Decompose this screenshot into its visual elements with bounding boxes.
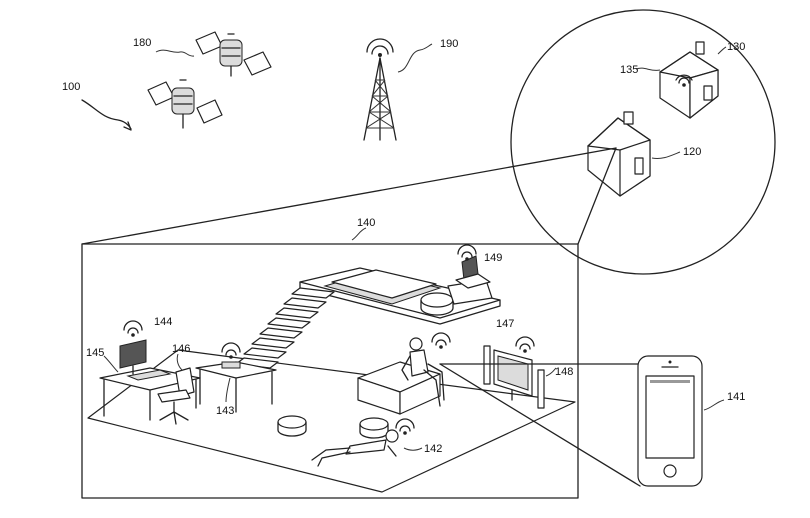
house-icon (659, 41, 719, 119)
label-141: 141 (727, 391, 745, 403)
label-180: 180 (133, 37, 151, 49)
label-120: 120 (683, 146, 701, 158)
cell-tower-icon (363, 38, 397, 141)
home-interior-panel (81, 243, 579, 499)
zoom-line (81, 147, 617, 245)
label-144: 144 (154, 316, 172, 328)
television (493, 349, 533, 401)
computer-icon (119, 339, 172, 381)
magnifier-circle (510, 9, 776, 275)
label-135: 135 (620, 64, 638, 76)
wifi-icon (395, 418, 415, 435)
loft (299, 267, 501, 325)
house-icon (587, 111, 651, 197)
ottoman (359, 417, 389, 439)
label-140: 140 (357, 217, 375, 229)
wifi-icon (221, 342, 241, 359)
wifi-icon (515, 336, 535, 353)
ottoman (277, 415, 307, 437)
speaker (483, 345, 545, 409)
zoom-line (577, 147, 617, 245)
label-130: 130 (727, 41, 745, 53)
satellite-icon (195, 31, 272, 77)
label-100: 100 (62, 81, 80, 93)
person-lying (311, 429, 399, 467)
wifi-icon (675, 74, 693, 87)
link-line (439, 363, 641, 487)
wifi-icon (123, 320, 143, 337)
laptop-icon (455, 255, 491, 289)
system-arrow (81, 99, 132, 131)
side-desk (195, 361, 277, 413)
label-143: 143 (216, 405, 234, 417)
desk-chair (157, 367, 195, 425)
smartphone-icon (637, 355, 703, 487)
person-seated (401, 337, 445, 407)
wifi-icon (431, 332, 451, 349)
staircase (235, 287, 335, 369)
label-147: 147 (496, 318, 514, 330)
satellite-icon (147, 79, 223, 129)
label-190: 190 (440, 38, 458, 50)
label-142: 142 (424, 443, 442, 455)
wifi-icon (457, 244, 477, 261)
label-145: 145 (86, 347, 104, 359)
label-149: 149 (484, 252, 502, 264)
label-146: 146 (172, 343, 190, 355)
label-148: 148 (555, 366, 573, 378)
